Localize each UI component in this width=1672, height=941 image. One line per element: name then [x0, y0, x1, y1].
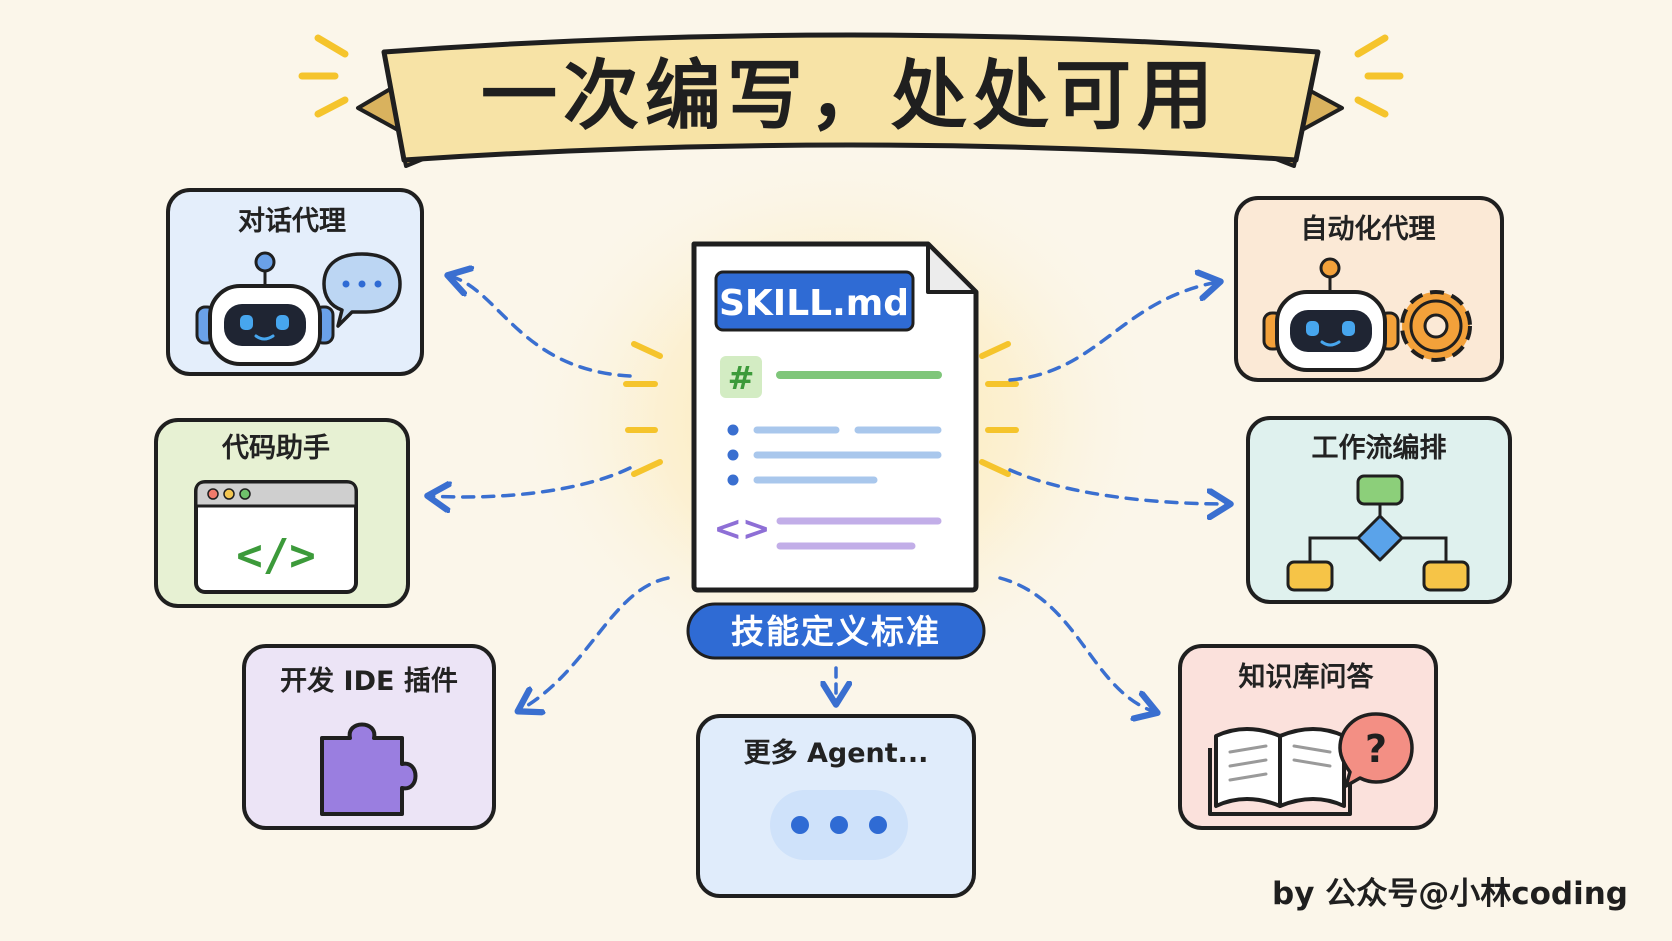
arrow-to-ide-plugin: [520, 576, 670, 710]
skill-md-label: SKILL.md: [719, 283, 909, 324]
title-banner: 一次编写，处处可用: [298, 32, 1404, 168]
puzzle-piece-icon: [320, 722, 418, 816]
question-bubble-icon: ?: [1338, 712, 1414, 788]
gear-icon: [1400, 290, 1472, 362]
author-credit: by 公众号@小林coding: [1272, 876, 1628, 912]
question-mark-icon: ?: [1365, 727, 1387, 771]
open-book-icon: [1208, 727, 1352, 816]
flowchart-icon: [1286, 474, 1470, 592]
card-chat-agent: 对话代理: [166, 188, 424, 376]
arrow-to-workflow: [1008, 468, 1228, 504]
code-glyph-icon: </>: [236, 530, 315, 581]
card-code-assistant: 代码助手 </>: [154, 418, 410, 608]
bullet-list-icon: [727, 424, 942, 486]
sparkle-left-icon: [298, 34, 349, 118]
card-workflow-title: 工作流编排: [1312, 432, 1447, 464]
card-ide-plugin-title: 开发 IDE 插件: [280, 665, 458, 697]
skill-standard-badge: 技能定义标准: [686, 602, 986, 660]
skill-md-label-box: [714, 270, 915, 332]
hash-icon-box: [720, 356, 762, 398]
page-fold-icon: [926, 242, 978, 294]
center-rays: [623, 341, 1019, 477]
arrow-to-knowledge-qa: [998, 576, 1155, 712]
skill-document: SKILL.md # <>: [691, 241, 979, 593]
arrow-to-chat-agent: [450, 276, 632, 378]
card-automation-agent: 自动化代理: [1234, 196, 1504, 382]
speech-bubble-icon: [322, 252, 402, 328]
ellipsis-icon: [770, 790, 908, 860]
card-more-agents: 更多 Agent...: [696, 714, 976, 898]
skill-standard-caption: 技能定义标准: [731, 612, 941, 651]
connector-arrows: [430, 276, 1228, 712]
card-workflow: 工作流编排: [1246, 416, 1512, 604]
hash-icon: #: [728, 359, 755, 397]
robot-icon: [1262, 257, 1400, 372]
card-automation-agent-title: 自动化代理: [1301, 213, 1436, 245]
card-knowledge-qa-title: 知识库问答: [1239, 661, 1375, 693]
card-code-assistant-title: 代码助手: [221, 433, 330, 464]
code-brackets-icon: <>: [714, 509, 771, 549]
page-title: 一次编写，处处可用: [481, 51, 1219, 140]
card-ide-plugin: 开发 IDE 插件: [242, 644, 496, 830]
arrow-to-automation-agent: [1008, 282, 1218, 382]
card-knowledge-qa: 知识库问答 ?: [1178, 644, 1438, 830]
card-more-agents-title: 更多 Agent...: [744, 738, 929, 769]
card-chat-agent-title: 对话代理: [238, 206, 346, 237]
code-window-icon: </>: [194, 480, 358, 594]
sparkle-right-icon: [1354, 34, 1404, 118]
arrow-to-code-assistant: [430, 466, 632, 497]
robot-icon: [195, 251, 335, 366]
